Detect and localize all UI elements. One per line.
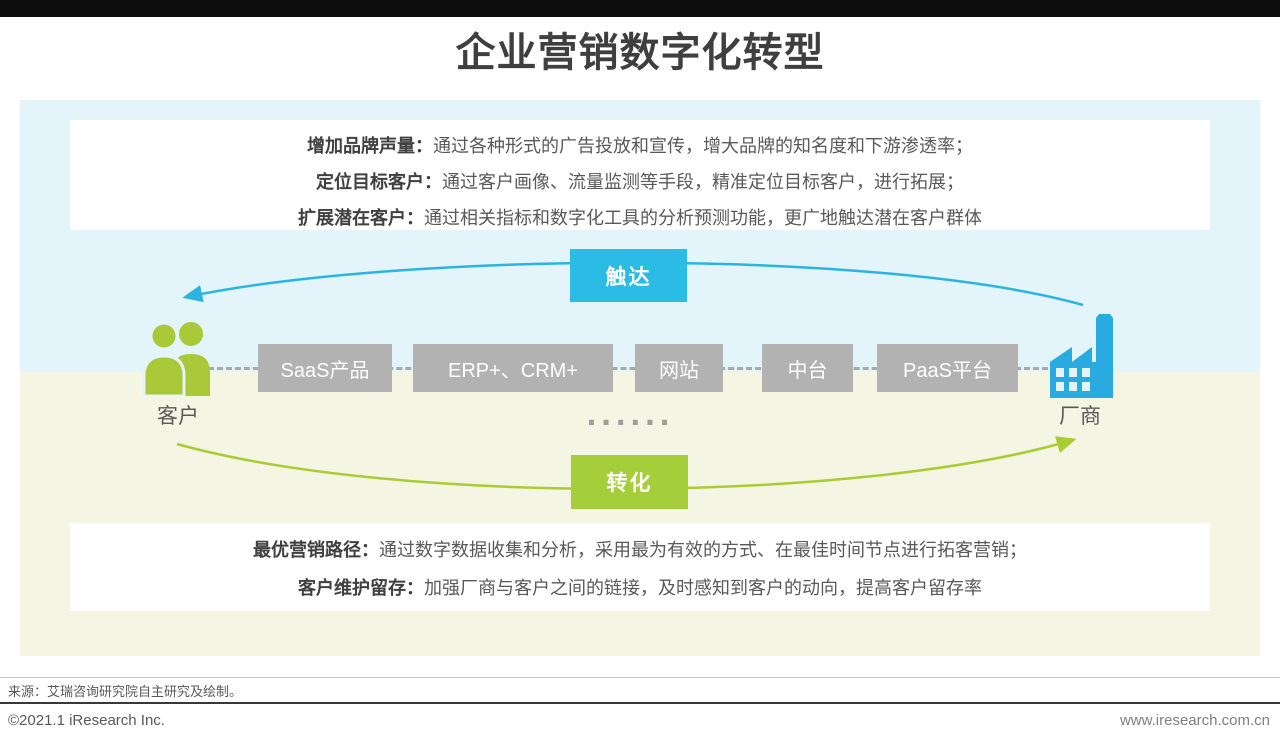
reach-description-box: 增加品牌声量：通过各种形式的广告投放和宣传，增大品牌的知名度和下游渗透率； 定位… — [70, 120, 1210, 230]
page-title: 企业营销数字化转型 — [455, 31, 825, 75]
description-line-label: 最优营销路径： — [253, 540, 379, 560]
customer-users-icon — [142, 320, 216, 401]
vendor-factory-icon — [1042, 310, 1120, 403]
customer-label: 客户 — [157, 405, 199, 428]
description-line-text: 通过客户画像、流量监测等手段，精准定位目标客户，进行拓展； — [442, 172, 964, 192]
description-line-text: 通过数字数据收集和分析，采用最为有效的方式、在最佳时间节点进行拓客营销； — [379, 540, 1027, 560]
description-line: 客户维护留存：加强厂商与客户之间的链接，及时感知到客户的动向，提高客户留存率 — [70, 569, 1210, 607]
node-middle-platform: 中台 — [762, 344, 853, 392]
top-black-bar — [0, 0, 1280, 17]
copyright-text: ©2021.1 iResearch Inc. — [8, 712, 165, 729]
node-paas: PaaS平台 — [877, 344, 1018, 392]
convert-description-box: 最优营销路径：通过数字数据收集和分析，采用最为有效的方式、在最佳时间节点进行拓客… — [70, 523, 1210, 611]
node-saas: SaaS产品 — [258, 344, 392, 392]
description-line: 扩展潜在客户：通过相关指标和数字化工具的分析预测功能，更广地触达潜在客户群体 — [70, 200, 1210, 236]
description-line: 增加品牌声量：通过各种形式的广告投放和宣传，增大品牌的知名度和下游渗透率； — [70, 128, 1210, 164]
description-line-text: 加强厂商与客户之间的链接，及时感知到客户的动向，提高客户留存率 — [424, 578, 982, 598]
website-url: www.iresearch.com.cn — [1119, 712, 1270, 729]
ellipsis-dots: ······ — [586, 406, 674, 439]
description-line-label: 扩展潜在客户： — [298, 208, 424, 228]
footer-divider-dark — [0, 702, 1280, 704]
dashed-connector-line — [208, 367, 1048, 370]
source-note: 来源：艾瑞咨询研究院自主研究及绘制。 — [8, 684, 243, 699]
node-website: 网站 — [635, 344, 723, 392]
reach-badge: 触达 — [570, 249, 687, 302]
node-erp-crm: ERP+、CRM+ — [413, 344, 613, 392]
description-line-label: 定位目标客户： — [316, 172, 442, 192]
description-line-text: 通过相关指标和数字化工具的分析预测功能，更广地触达潜在客户群体 — [424, 208, 982, 228]
description-line-label: 增加品牌声量： — [307, 136, 433, 156]
description-line: 定位目标客户：通过客户画像、流量监测等手段，精准定位目标客户，进行拓展； — [70, 164, 1210, 200]
description-line-text: 通过各种形式的广告投放和宣传，增大品牌的知名度和下游渗透率； — [433, 136, 973, 156]
convert-badge: 转化 — [571, 455, 688, 509]
vendor-label: 厂商 — [1059, 405, 1101, 428]
description-line-label: 客户维护留存： — [298, 578, 424, 598]
description-line: 最优营销路径：通过数字数据收集和分析，采用最为有效的方式、在最佳时间节点进行拓客… — [70, 531, 1210, 569]
footer-divider-light — [0, 677, 1280, 678]
